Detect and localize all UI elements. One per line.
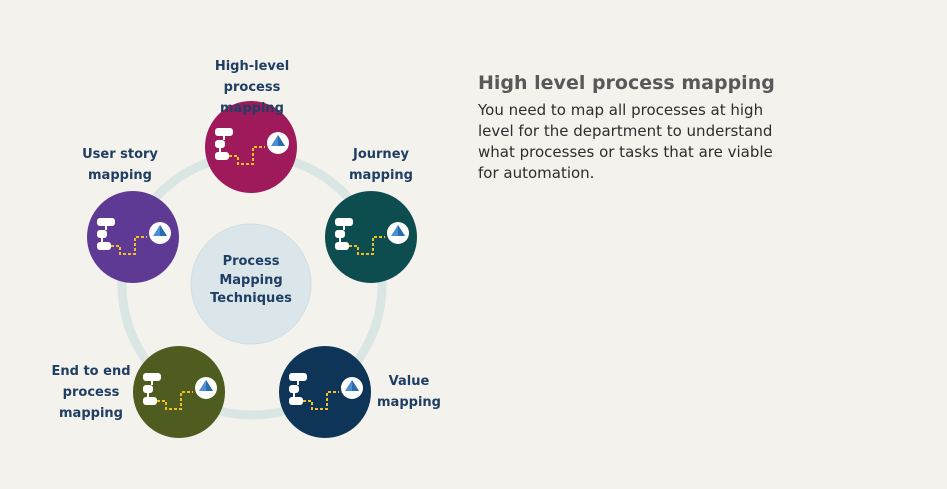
node-label-end-to-end: End to end process mapping [51, 364, 131, 421]
info-title: High level process mapping [478, 72, 775, 94]
node-journey [325, 191, 417, 283]
process-mapping-diagram [87, 101, 417, 438]
node-label-high-level-process: High-level process mapping [214, 59, 290, 116]
node-label-value: Value mapping [377, 374, 441, 410]
process-flow-icon [289, 373, 363, 410]
node-circle [87, 191, 179, 283]
process-flow-icon [97, 218, 171, 255]
node-user-story [87, 191, 179, 283]
node-label-journey: Journey mapping [349, 147, 413, 183]
center-circle [190, 223, 312, 345]
node-high-level-process [205, 101, 297, 193]
process-flow-icon [143, 373, 217, 410]
node-value [279, 346, 371, 438]
node-circle [205, 101, 297, 193]
node-end-to-end [133, 346, 225, 438]
node-circle [279, 346, 371, 438]
node-circle [133, 346, 225, 438]
node-label-user-story: User story mapping [82, 147, 158, 183]
center-label: Process Mapping Techniques [210, 254, 292, 306]
process-flow-icon [335, 218, 409, 255]
info-body: You need to map all processes at high le… [478, 101, 773, 182]
node-circle [325, 191, 417, 283]
process-flow-icon [215, 128, 289, 165]
info-panel: High level process mapping You need to m… [478, 72, 778, 184]
